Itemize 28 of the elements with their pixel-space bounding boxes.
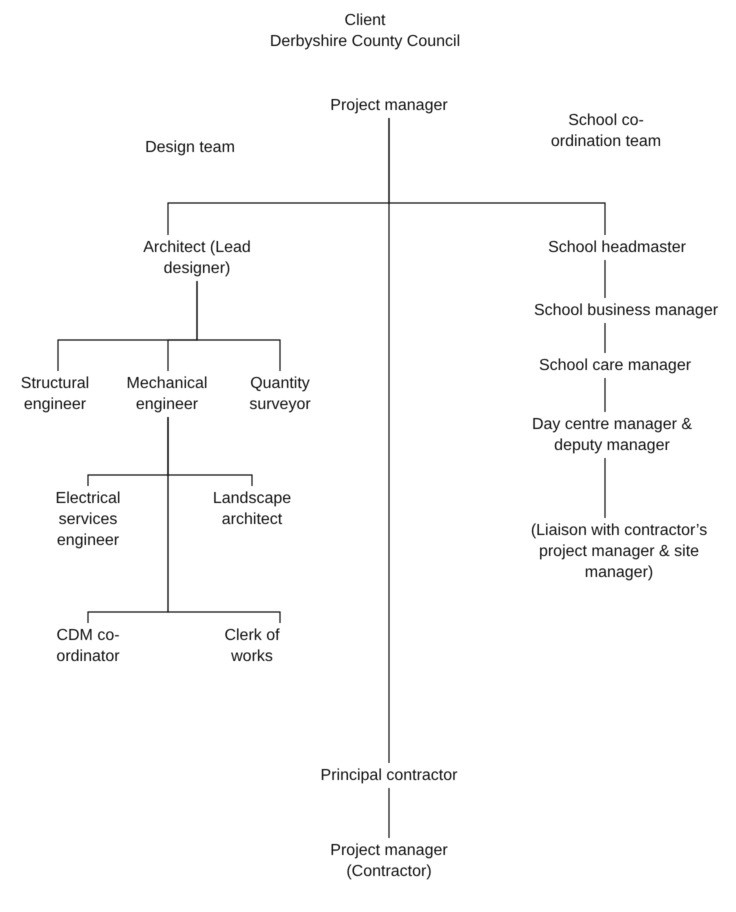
org-role-text: Principal contractor [249, 765, 529, 786]
org-role-text: Mechanical engineer [112, 373, 222, 415]
org-role-text: School headmaster [527, 237, 707, 258]
org-role-text: CDM co-ordinator [28, 625, 148, 667]
connector-line [196, 281, 281, 371]
org-role-text: (Liaison with contractor’s project manager & site manager) [506, 520, 732, 583]
org-role-text: Electrical services engineer [28, 488, 148, 551]
org-role-text: Day centre manager & deputy manager [517, 414, 707, 456]
org-role-text: School business manager [524, 300, 728, 321]
connector-line [604, 378, 606, 412]
org-role-text: Project manager [309, 95, 469, 116]
connector-line [388, 118, 390, 763]
org-role-text: Quantity surveyor [230, 373, 330, 415]
connector-line [604, 458, 606, 518]
org-role-text: Structural engineer [5, 373, 105, 415]
heading-label: Client [344, 11, 386, 31]
org-role-text: Architect (Lead designer) [117, 237, 277, 279]
org-role-text: School care manager [520, 355, 710, 376]
connector-line [604, 323, 606, 353]
heading-label: School co-ordination team [550, 111, 662, 152]
org-role-text: Landscape architect [197, 488, 307, 530]
connector-line [167, 417, 281, 623]
org-role-text: Project manager (Contractor) [289, 840, 489, 882]
heading-label: Design team [144, 138, 236, 158]
org-role-text: Clerk of works [202, 625, 302, 667]
connector-line [604, 260, 606, 298]
heading-label: Derbyshire County Council [268, 32, 462, 52]
connector-line [388, 788, 390, 838]
